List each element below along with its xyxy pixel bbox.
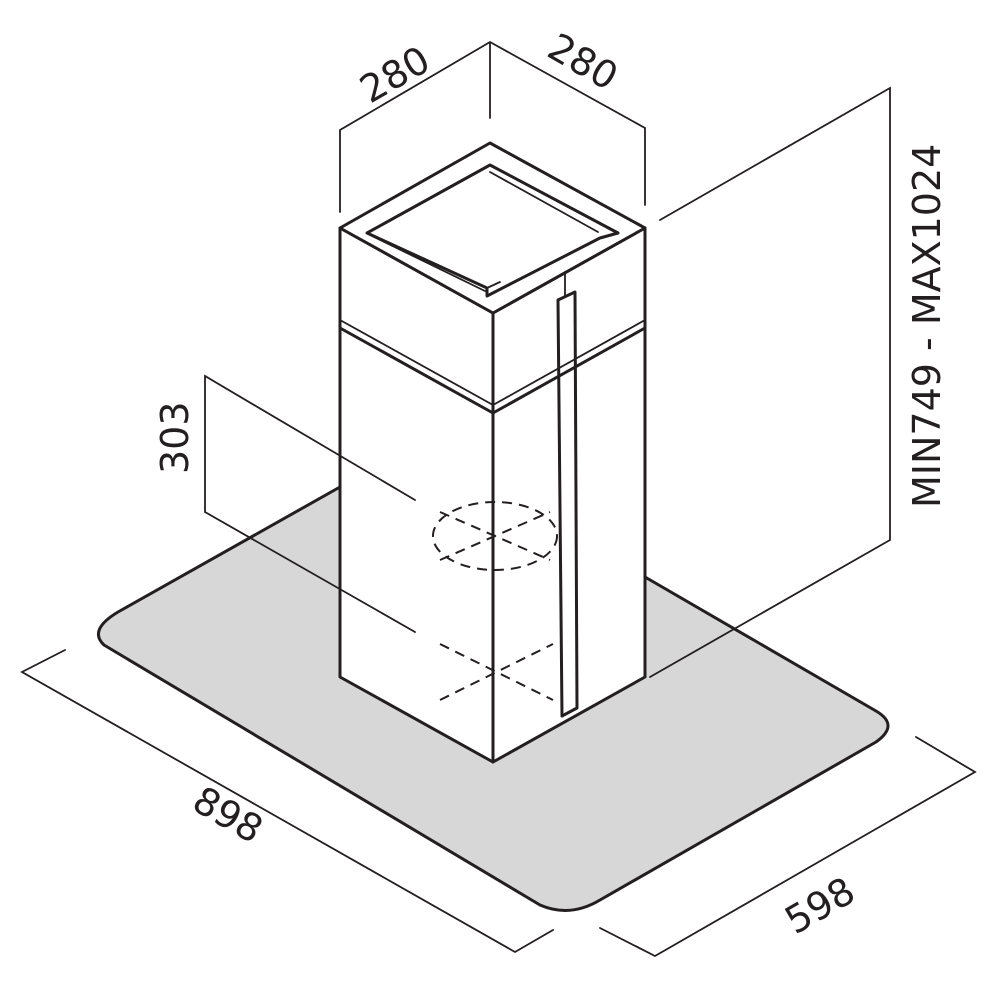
hidden-filter-cross — [439, 643, 554, 701]
chimney-trim-strip — [556, 290, 579, 718]
hidden-motor-ellipse — [432, 501, 558, 571]
chimney-right-face — [491, 226, 647, 764]
dim-line-height — [649, 86, 891, 678]
chimney-top-face — [338, 141, 647, 315]
label-chimney-width-right: 280 — [541, 25, 626, 99]
chimney-seam-left — [338, 326, 647, 415]
label-canopy-depth: 598 — [778, 868, 863, 942]
label-canopy-length: 898 — [186, 778, 271, 852]
label-chimney-width-left: 280 — [353, 37, 438, 111]
hidden-motor-cross — [439, 511, 551, 561]
dim-line-canopy-length — [20, 649, 554, 954]
dim-line-chimney-width — [339, 40, 646, 213]
label-height-range: MIN749 - MAX1024 — [905, 144, 949, 508]
dim-line-canopy-depth — [599, 736, 977, 958]
chimney-seam-right-upper — [339, 319, 646, 407]
dim-line-canopy-height — [204, 374, 416, 633]
chimney-left-face — [338, 226, 495, 764]
label-canopy-height: 303 — [153, 401, 197, 474]
chimney-top-inner-edge — [371, 171, 599, 293]
